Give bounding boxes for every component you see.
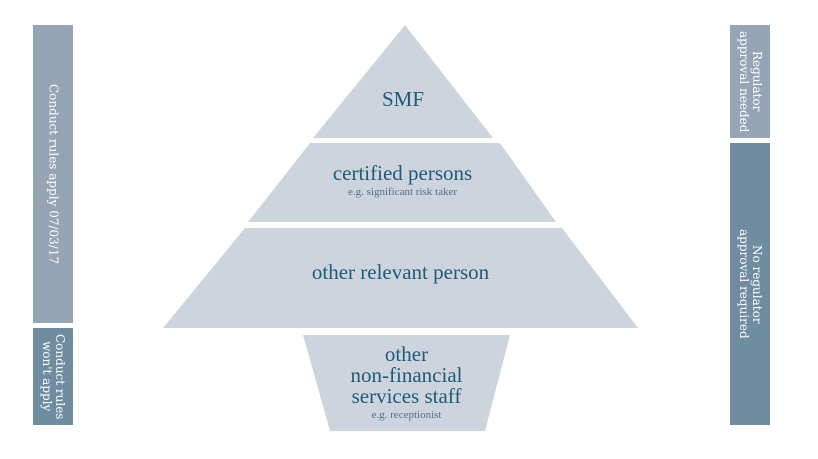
tier-other-relevant: other relevant person	[163, 261, 638, 283]
tier-non-financial-shape	[303, 335, 510, 431]
tier-certified: certified persons e.g. significant risk …	[250, 162, 555, 198]
tier-certified-shape	[248, 143, 556, 222]
tier-non-financial: other non-financial services staff e.g. …	[303, 342, 510, 422]
tier-smf: SMF	[313, 88, 493, 110]
conduct-rules-apply-label: Conduct rules apply 07/03/17	[46, 83, 61, 265]
no-regulator-approval-label: No regulator approval required	[737, 229, 764, 339]
regulator-approval-needed-label: Regulator approval needed	[737, 30, 764, 133]
tier-non-financial-title: other non-financial services staff	[350, 342, 463, 408]
tier-other-relevant-shape	[163, 228, 638, 328]
regulator-approval-needed-bar: Regulator approval needed	[730, 25, 770, 138]
tier-smf-title: SMF	[381, 87, 425, 111]
tier-non-financial-subtitle: e.g. receptionist	[371, 409, 442, 421]
tier-smf-shape	[313, 25, 493, 138]
conduct-rules-wont-apply-bar: Conduct rules won't apply	[33, 328, 73, 425]
tier-other-relevant-title: other relevant person	[311, 260, 490, 284]
tier-certified-subtitle: e.g. significant risk taker	[347, 186, 458, 198]
no-regulator-approval-bar: No regulator approval required	[730, 143, 770, 425]
tier-certified-title: certified persons	[332, 161, 473, 185]
conduct-rules-wont-apply-label: Conduct rules won't apply	[40, 333, 67, 420]
conduct-rules-apply-bar: Conduct rules apply 07/03/17	[33, 25, 73, 323]
